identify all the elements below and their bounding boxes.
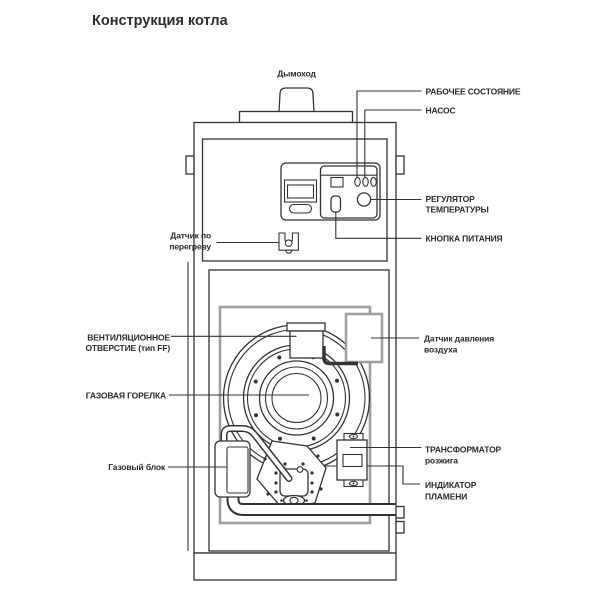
control-panel <box>280 162 381 221</box>
label-chimney: Дымоход <box>277 69 316 79</box>
control-cluster <box>319 165 378 219</box>
gas-valve-cover <box>226 446 249 494</box>
pipe-connector-lower <box>395 520 405 534</box>
label-transformer-1: ТРАНСФОРМАТОР <box>425 445 502 455</box>
display-screen <box>286 184 315 199</box>
label-power-button: КНОПКА ПИТАНИЯ <box>426 234 503 244</box>
mode-window <box>330 176 344 188</box>
label-vent-1: ВЕНТИЛЯЦИОННОЕ <box>87 333 170 343</box>
air-pressure-sensor <box>344 312 384 364</box>
label-air-pressure-2: воздуха <box>424 345 458 355</box>
leader-operating-state <box>356 90 422 178</box>
leader-power-button <box>335 212 422 239</box>
flame-electrode <box>296 466 304 473</box>
overheat-sensor-icon <box>278 232 299 254</box>
label-overheat-2: перегреву <box>169 242 211 252</box>
label-gas-block: Газовый блок <box>108 462 166 472</box>
leader-lines <box>168 90 422 468</box>
label-flame-1: ИНДИКАТОР <box>425 480 477 490</box>
control-panel-face <box>280 162 381 221</box>
label-vent-2: ОТВЕРСТИЕ (тип FF) <box>85 343 170 353</box>
burner-tube-ring-3 <box>271 372 322 424</box>
ignition-transformer <box>336 432 368 488</box>
vent-opening-lip <box>286 322 326 332</box>
label-temp-regulator-1: РЕГУЛЯТОР <box>426 194 476 204</box>
right-mount-tab <box>395 155 405 175</box>
base-pedestal <box>193 552 397 581</box>
left-mount-tab <box>185 155 195 175</box>
leader-pump <box>364 109 422 178</box>
display-button-pill <box>288 203 313 214</box>
label-flame-2: ПЛАМЕНИ <box>425 492 467 502</box>
label-transformer-2: розжига <box>425 456 458 466</box>
burner-tube-ring-2 <box>264 366 329 430</box>
vent-opening <box>289 330 324 359</box>
burner-tube-ring-1 <box>258 360 335 436</box>
flue-collar-plate <box>238 110 354 124</box>
label-air-pressure-1: Датчик давления <box>424 334 494 344</box>
indicator-lamp-3 <box>370 176 377 187</box>
pipe-connector-upper <box>395 505 405 519</box>
label-gas-burner: ГАЗОВАЯ ГОРЕЛКА <box>86 391 166 401</box>
gas-piping <box>214 425 405 534</box>
page-title: Конструкция котла <box>92 13 229 29</box>
indicator-lamp-2 <box>362 176 369 187</box>
display-window <box>283 179 318 203</box>
burner-plate-bolts <box>263 454 323 496</box>
transformer-label-plate <box>342 453 363 468</box>
pressure-tube <box>322 346 358 366</box>
label-temp-regulator-2: ТЕМПЕРАТУРЫ <box>426 205 489 215</box>
label-overheat-1: Датчик по <box>170 231 211 241</box>
label-pump: НАСОС <box>426 106 456 116</box>
label-operating-state: РАБОЧЕЕ СОСТОЯНИЕ <box>426 87 521 97</box>
chimney-stub <box>278 87 315 113</box>
